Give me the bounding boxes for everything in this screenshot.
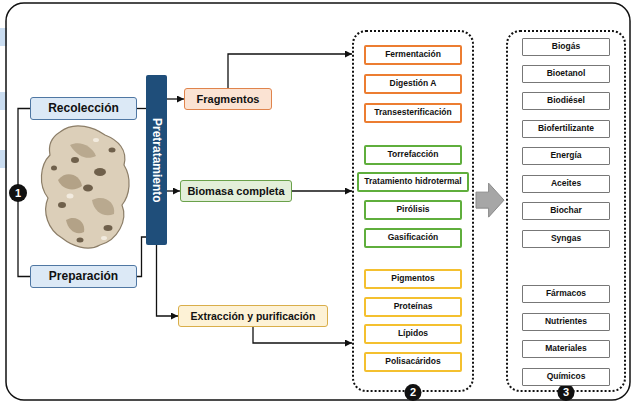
box-label: Aceites — [551, 179, 581, 189]
box-label: Lípidos — [398, 329, 428, 339]
box-label: Nutrientes — [545, 317, 587, 327]
box-label: Biogás — [552, 42, 580, 52]
callout-number: 1 — [9, 184, 27, 202]
box-label: Proteínas — [394, 302, 433, 312]
box-label: Extracción y purificación — [191, 310, 316, 322]
box-label: Fermentación — [385, 50, 441, 60]
box-label: Biochar — [550, 206, 582, 216]
box-label: Polisacáridos — [385, 357, 440, 367]
box-label: Químicos — [547, 372, 586, 382]
box-label: Tratamiento hidrotermal — [364, 177, 461, 187]
pretreatment-band: Pretratamiento — [146, 75, 167, 245]
box-label: Fragmentos — [197, 93, 260, 106]
process-box: Digestión A — [364, 74, 462, 94]
box-label: Pirólisis — [396, 205, 429, 215]
arrow-connector — [167, 190, 180, 191]
process-group: 2FermentaciónDigestión ATransesterificac… — [352, 30, 474, 392]
box-label: Pigmentos — [391, 274, 434, 284]
connector-line — [137, 237, 146, 277]
product-box: Biogás — [522, 38, 610, 56]
box-label: Biomasa completa — [187, 185, 284, 198]
box-label: Biodiésel — [547, 96, 585, 106]
outer-frame — [6, 3, 630, 400]
box-label: Digestión A — [390, 79, 437, 89]
product-box: Syngas — [522, 230, 610, 248]
process-box: Tratamiento hidrotermal — [357, 172, 469, 192]
product-box: Aceites — [522, 175, 610, 193]
biomass-illustration — [41, 126, 129, 248]
box-label: Torrefacción — [388, 150, 439, 160]
process-box: Lípidos — [364, 324, 462, 344]
product-box: Biochar — [522, 202, 610, 220]
route-box: Biomasa completa — [180, 180, 292, 202]
arrow-connector — [157, 245, 179, 316]
product-group: 3BiogásBioetanolBiodiéselBiofertilizante… — [506, 30, 626, 392]
box-label: Pretratamiento — [150, 118, 164, 203]
box-label: Biofertilizante — [538, 124, 594, 134]
process-box: Transesterificación — [364, 103, 462, 123]
route-box: Extracción y purificación — [178, 305, 328, 327]
product-box: Bioetanol — [522, 65, 610, 83]
box-label: Syngas — [551, 234, 581, 244]
route-box: Fragmentos — [184, 88, 272, 110]
process-box: Gasificación — [364, 228, 462, 248]
product-box: Energía — [522, 147, 610, 165]
box-label: Recolección — [48, 102, 119, 116]
callout-number: 3 — [558, 384, 575, 401]
box-label: Transesterificación — [374, 108, 451, 118]
process-box: Polisacáridos — [364, 352, 462, 372]
process-box: Fermentación — [364, 45, 462, 65]
product-box: Biofertilizante — [522, 120, 610, 138]
arrow-connector — [292, 190, 352, 191]
process-box: Proteínas — [364, 297, 462, 317]
arrow-connector — [253, 327, 352, 343]
arrow-connector — [228, 54, 352, 88]
arrow-connector — [167, 98, 184, 99]
process-box: Pigmentos — [364, 269, 462, 289]
box-label: Fármacos — [546, 289, 586, 299]
box-label: Preparación — [49, 270, 118, 284]
connector-line — [137, 108, 146, 109]
product-box: Nutrientes — [522, 313, 610, 331]
product-box: Químicos — [522, 368, 610, 386]
process-box: Torrefacción — [364, 145, 462, 165]
box-label: Gasificación — [388, 233, 439, 243]
box-label: Materiales — [545, 344, 587, 354]
product-box: Biodiésel — [522, 92, 610, 110]
box-label: Energía — [550, 151, 581, 161]
product-box: Materiales — [522, 340, 610, 358]
block-arrow — [476, 183, 504, 217]
process-box: Pirólisis — [364, 200, 462, 220]
product-box: Fármacos — [522, 285, 610, 303]
box-label: Bioetanol — [547, 69, 586, 79]
collection-box: Recolección — [30, 97, 137, 120]
preparation-box: Preparación — [30, 265, 137, 288]
callout-number: 2 — [405, 384, 422, 401]
